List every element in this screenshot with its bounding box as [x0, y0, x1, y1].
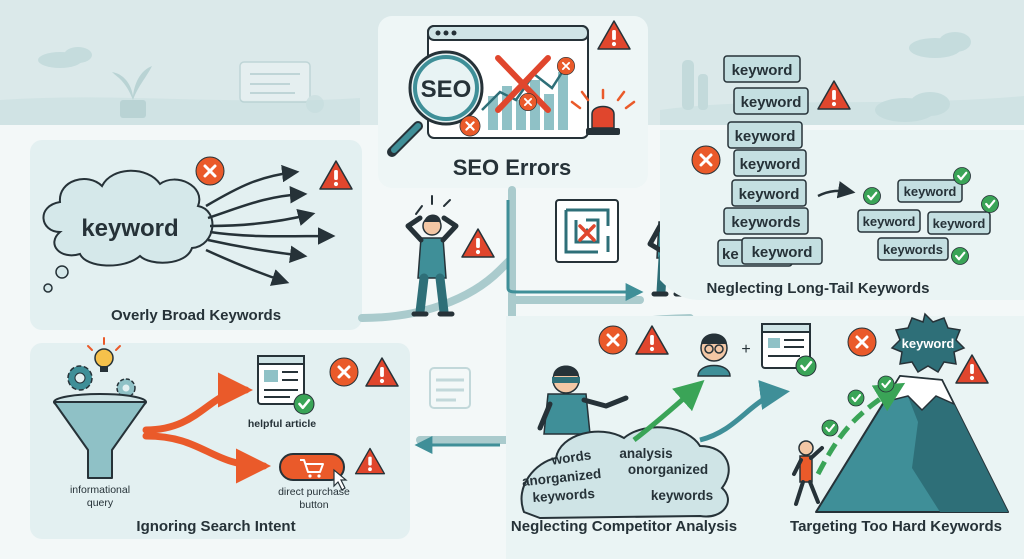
- plant-icon: [112, 66, 152, 118]
- clouds-decoration: [38, 32, 971, 122]
- flow-arrows: [414, 200, 644, 454]
- helpful-article-icon: [257, 355, 305, 405]
- helpful-article-label: helpful article: [248, 418, 316, 430]
- stack-keyword-tag: keyword: [727, 121, 803, 149]
- error-x-icon: [690, 144, 722, 176]
- check-icon: [862, 186, 882, 206]
- cloud-keyword: keyword: [81, 215, 178, 242]
- funnel-icon: [53, 393, 147, 479]
- hard-keywords-label: Targeting Too Hard Keywords: [790, 518, 1002, 535]
- error-x-icon: [518, 92, 538, 112]
- blindfolded-person-icon: [537, 365, 629, 435]
- badge-keyword: keyword: [902, 336, 955, 351]
- checked-keywords: keyword keyword keyword keywords: [857, 166, 1000, 266]
- competitor-analysis-label: Neglecting Competitor Analysis: [511, 518, 737, 535]
- keyword-stack: ke keyword keyword keyword keyword keyword ke…: [717, 55, 823, 267]
- stack-keyword-tag: keyword: [723, 55, 801, 83]
- error-x-icon: [597, 324, 629, 356]
- error-x-icon: [556, 56, 576, 76]
- stack-keyword-text: keyword: [740, 156, 801, 173]
- check-icon: [980, 194, 1000, 214]
- query-label-line2: query: [87, 497, 114, 509]
- check-icon: [876, 374, 896, 394]
- gear-icon: [67, 365, 136, 398]
- stack-keyword-text: keywords: [731, 214, 800, 231]
- mountain-icon: [815, 375, 1009, 513]
- check-icon: [820, 418, 840, 438]
- stack-keyword-text: keyword: [735, 128, 796, 145]
- center-title: SEO Errors: [453, 155, 572, 180]
- purchase-label-line1: direct purchase: [278, 486, 350, 498]
- climb-path: [815, 382, 906, 476]
- stack-keyword-text: keyword: [739, 186, 800, 203]
- bottles-decoration: [682, 60, 708, 110]
- pile-word: analysis: [619, 446, 672, 461]
- maze-icon: [555, 199, 619, 263]
- stack-keyword-tag: keyword: [741, 237, 823, 265]
- error-x-icon: [458, 114, 482, 138]
- alarm-siren-icon: [570, 88, 636, 135]
- pile-word: keywords: [651, 488, 713, 503]
- stack-behind-text: ke: [722, 246, 739, 263]
- magnifier-text: SEO: [421, 76, 472, 103]
- keyword-cloud: keyword: [42, 169, 214, 293]
- pile-word: words: [550, 447, 592, 468]
- scatter-arrows: [205, 164, 336, 286]
- longtail-label: Neglecting Long-Tail Keywords: [706, 280, 929, 297]
- plus-sign: +: [741, 341, 750, 358]
- check-icon: [846, 388, 866, 408]
- search-intent-label: Ignoring Search Intent: [136, 518, 295, 535]
- stack-keyword-text: keyword: [732, 62, 793, 79]
- competitor-page-icon: [761, 323, 811, 369]
- warning-icon: [461, 228, 495, 258]
- check-icon: [292, 392, 316, 416]
- stack-keyword-tag: keyword: [731, 179, 807, 207]
- lightbulb-icon: [87, 337, 121, 372]
- pile-word: onorganized: [628, 462, 708, 477]
- browser-window-decoration: [239, 61, 324, 113]
- checked-keyword-tag: keyword: [897, 179, 963, 203]
- ghost-browser-decoration: [429, 367, 471, 409]
- keyword-badge: keyword: [890, 312, 966, 374]
- stack-keyword-text: keyword: [741, 94, 802, 111]
- competitor-person-icon: [697, 333, 731, 377]
- stack-keyword-tag: keyword: [733, 87, 809, 115]
- stack-keyword-tag: keywords: [723, 207, 809, 235]
- stack-keyword-tag: keyword: [733, 149, 807, 177]
- query-label-line1: informational: [70, 484, 130, 496]
- pile-word: keywords: [532, 486, 595, 505]
- magnifier-icon: SEO: [387, 50, 484, 157]
- checked-keyword-text: keywords: [883, 242, 943, 257]
- cursor-icon: [333, 468, 348, 491]
- check-icon: [950, 246, 970, 266]
- check-icon: [794, 354, 818, 378]
- checked-keyword-text: keyword: [904, 184, 957, 199]
- checked-keyword-tag: keywords: [877, 237, 949, 261]
- broad-keywords-label: Overly Broad Keywords: [111, 307, 281, 324]
- stressed-person-icon: [405, 195, 459, 317]
- error-x-icon: [194, 155, 226, 187]
- checked-keyword-text: keyword: [863, 214, 916, 229]
- checked-keyword-tag: keyword: [857, 209, 921, 233]
- purchase-label-line2: button: [299, 499, 328, 511]
- climber-icon: [792, 440, 824, 506]
- check-icon: [952, 166, 972, 186]
- stack-keyword-text: keyword: [752, 244, 813, 261]
- cart-icon: [300, 459, 324, 473]
- checked-keyword-tag: keyword: [927, 211, 991, 235]
- longtail-arrow: [817, 181, 856, 199]
- checked-keyword-text: keyword: [933, 216, 986, 231]
- intent-branch-arrows: [142, 372, 271, 484]
- error-x-icon: [846, 326, 878, 358]
- purchase-button-icon: [279, 453, 348, 491]
- growth-arrows: [632, 380, 790, 443]
- error-x-icon: [328, 356, 360, 388]
